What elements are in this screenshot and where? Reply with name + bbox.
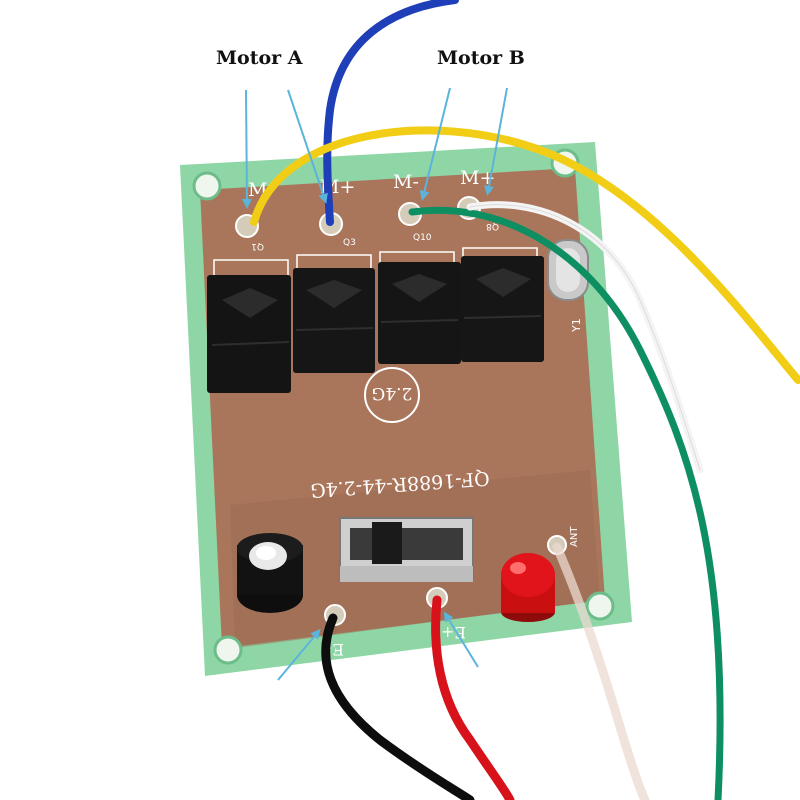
- crystal-label: Y1: [570, 318, 583, 333]
- frequency-badge-circle: [364, 367, 420, 423]
- wire-red: [431, 595, 515, 800]
- frequency-badge: 2.4G: [372, 383, 413, 403]
- antenna-label: ANT: [569, 526, 580, 547]
- wires: [250, 0, 800, 800]
- arrow-motor-b-2: [484, 87, 508, 196]
- power-minus-label: E-: [327, 640, 344, 659]
- callout-arrows: [241, 87, 508, 681]
- wire-blue: [323, 0, 459, 226]
- arrow-motor-a-2: [287, 89, 328, 204]
- capacitor: [237, 533, 303, 613]
- slide-switch: [339, 517, 474, 582]
- transistor-label-q1: Q1: [251, 241, 264, 251]
- transistor-label-q8: Q8: [486, 221, 499, 231]
- pad-label-motor-b-plus: M+: [460, 167, 495, 189]
- wire-green: [408, 206, 724, 800]
- wire-yellow: [250, 126, 800, 384]
- arrow-motor-b-1: [419, 87, 451, 201]
- led: [501, 553, 555, 622]
- wire-black: [321, 613, 475, 800]
- motor-a-callout: Motor A: [216, 47, 303, 69]
- arrow-motor-a-1: [241, 89, 252, 209]
- motor-b-callout: Motor B: [437, 47, 525, 69]
- arrow-power-minus: [277, 628, 321, 681]
- pad-label-motor-b-minus: M-: [393, 171, 419, 193]
- led-label: +LED-: [501, 636, 555, 655]
- transistor-label-q3: Q3: [343, 238, 356, 248]
- antenna-wire: [552, 542, 650, 800]
- arrow-power-plus: [443, 611, 479, 668]
- transistors: [207, 247, 544, 393]
- transistor-label-q10: Q10: [413, 233, 432, 243]
